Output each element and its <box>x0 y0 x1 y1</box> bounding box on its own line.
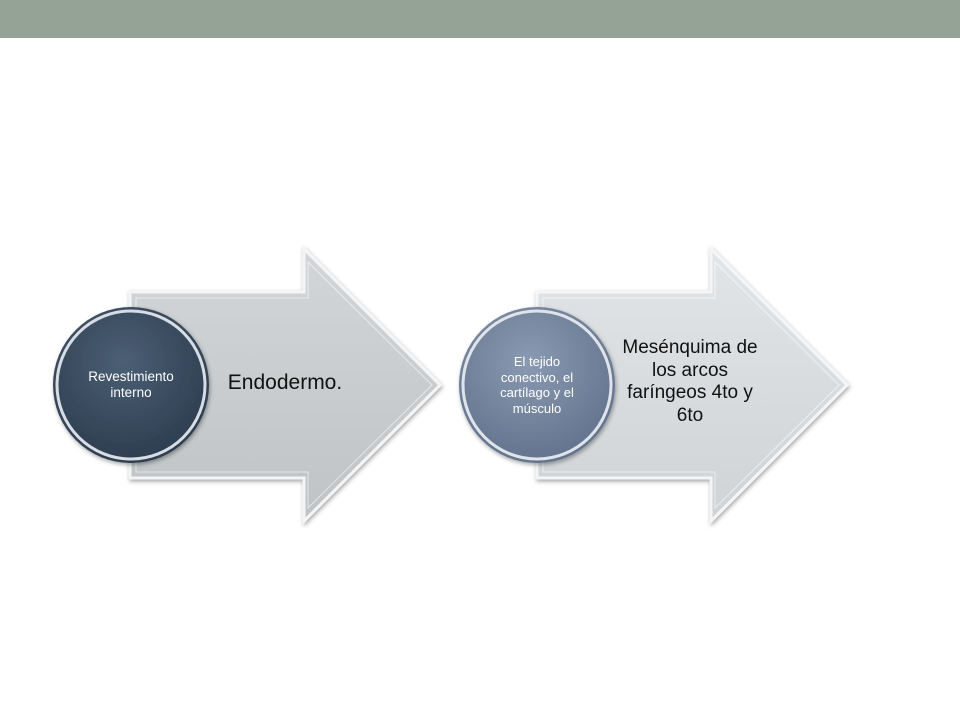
circle-1-label: Revestimiento interno <box>88 369 174 400</box>
arrow-2-label: Mesénquima de los arcos faríngeos 4to y … <box>622 337 758 426</box>
circle-1 <box>53 307 209 463</box>
arrow-1 <box>128 245 443 525</box>
arrow-2 <box>535 245 850 525</box>
circle-2-label: El tejido conectivo, el cartílago y el m… <box>500 354 574 416</box>
top-band <box>0 0 960 38</box>
arrow-1-label: Endodermo. <box>227 371 343 394</box>
circle-2 <box>459 307 615 463</box>
